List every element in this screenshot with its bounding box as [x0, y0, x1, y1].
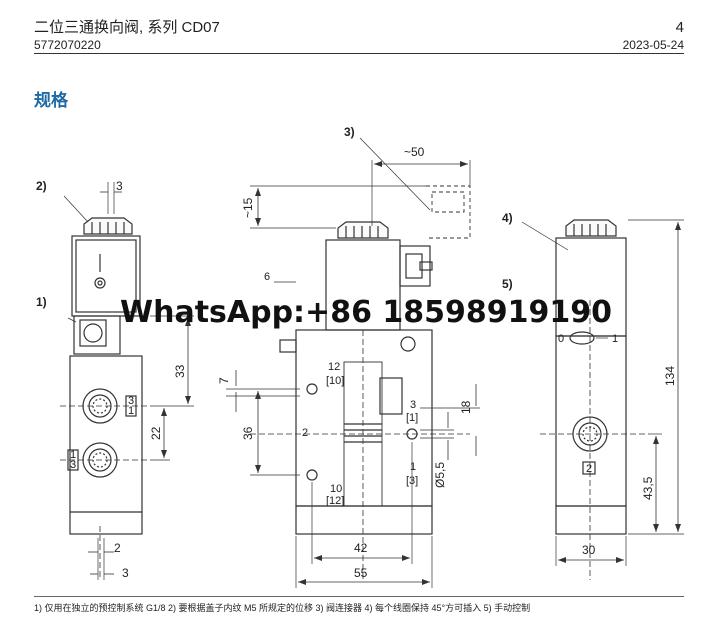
port-3-bracket: [3] [406, 475, 418, 487]
dim-30: 30 [582, 543, 596, 557]
port-right-1: 1 [612, 333, 618, 345]
callout-4: 4) [502, 211, 513, 225]
right-view [521, 219, 684, 580]
document-title: 二位三通换向阀, 系列 CD07 [34, 19, 220, 36]
dim-3-bottom: 3 [122, 566, 129, 580]
dim-42: 42 [354, 541, 368, 555]
dim-134: 134 [663, 366, 677, 386]
port-1-bracket: [1] [406, 412, 418, 424]
callout-5: 5) [502, 277, 513, 291]
left-view [60, 182, 194, 580]
port-6: 6 [264, 271, 270, 283]
page-number: 4 [675, 19, 684, 36]
dim-33: 33 [173, 364, 187, 378]
dim-3-top: 3 [116, 179, 123, 193]
dim-36: 36 [241, 426, 255, 440]
port-left-3b: 3 [70, 459, 76, 471]
port-left-1b: 1 [70, 449, 76, 461]
dim-50: ~50 [404, 145, 425, 159]
port-1: 1 [410, 461, 416, 473]
callout-3: 3) [344, 125, 355, 139]
callout-1: 1) [36, 295, 47, 309]
dim-7: 7 [217, 377, 231, 384]
port-3: 3 [410, 399, 416, 411]
port-left-3: 3 [128, 395, 134, 407]
header-divider [34, 53, 684, 54]
dim-18: 18 [459, 400, 473, 414]
section-title: 规格 [34, 91, 68, 110]
footer-divider [34, 596, 684, 597]
dim-5-5: Ø5,5 [433, 462, 447, 488]
watermark: WhatsApp:+86 18598919190 [120, 295, 612, 330]
port-right-2: 2 [586, 463, 592, 475]
document-date: 2023-05-24 [622, 38, 684, 52]
dim-2: 2 [114, 541, 121, 555]
footnote: 1) 仅用在独立的预控制系统 G1/8 2) 要根据盖子内纹 M5 所规定的位移… [34, 603, 531, 613]
part-number: 5772070220 [34, 38, 101, 52]
port-left-1: 1 [128, 405, 134, 417]
dim-22: 22 [149, 426, 163, 440]
header-right: 4 2023-05-24 [623, 18, 684, 53]
port-12: 12 [328, 361, 340, 373]
port-right-0: 0 [558, 333, 564, 345]
port-12-bracket: [12] [326, 495, 344, 507]
dim-43-5: 43,5 [641, 476, 655, 500]
header-left: 二位三通换向阀, 系列 CD07 5772070220 [34, 18, 220, 53]
dim-15: ~15 [241, 197, 255, 218]
middle-view [226, 137, 480, 588]
port-2: 2 [302, 427, 308, 439]
port-10-bracket: [10] [326, 375, 344, 387]
port-10: 10 [330, 483, 342, 495]
technical-drawing: 2) 1) 3) 4) 5) 3 ~50 ~15 33 22 2 3 7 36 … [36, 125, 684, 588]
dim-55: 55 [354, 566, 368, 580]
callout-2: 2) [36, 179, 47, 193]
